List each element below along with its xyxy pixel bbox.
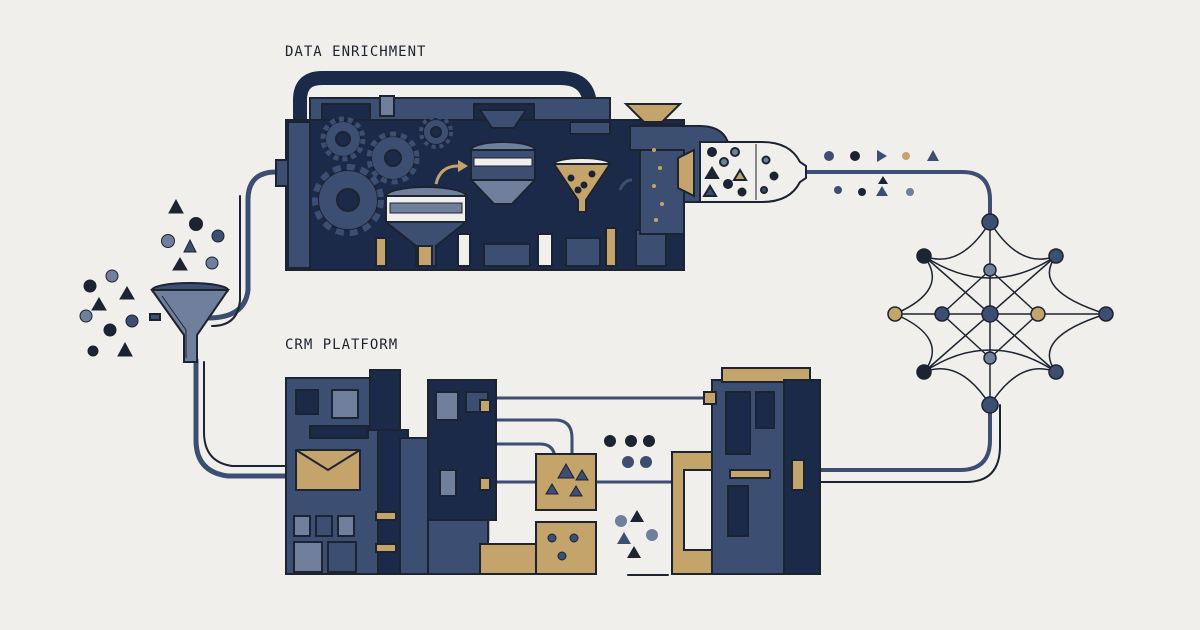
data-enrichment-machine: [275, 95, 731, 271]
data-enrichment-label: DATA ENRICHMENT: [285, 44, 427, 60]
token-crate: [535, 521, 597, 575]
funnel-icon: [552, 157, 612, 213]
sieve-icon: [383, 186, 469, 267]
crm-platform-machine: [285, 367, 821, 575]
connecting-pipes: [193, 71, 1001, 576]
crm-platform-label: CRM PLATFORM: [285, 337, 399, 353]
sieve-icon: [468, 109, 538, 205]
token-crate: [535, 453, 597, 511]
gear-icon: [317, 169, 379, 231]
input-data-tokens: [79, 198, 225, 357]
output-capsule: [699, 141, 807, 203]
output-data-tokens: [824, 150, 939, 196]
network-node-icon: [887, 213, 1114, 414]
input-funnel-icon: [149, 282, 230, 363]
crm-data-tokens: [604, 435, 658, 558]
gear-icon: [422, 118, 450, 146]
